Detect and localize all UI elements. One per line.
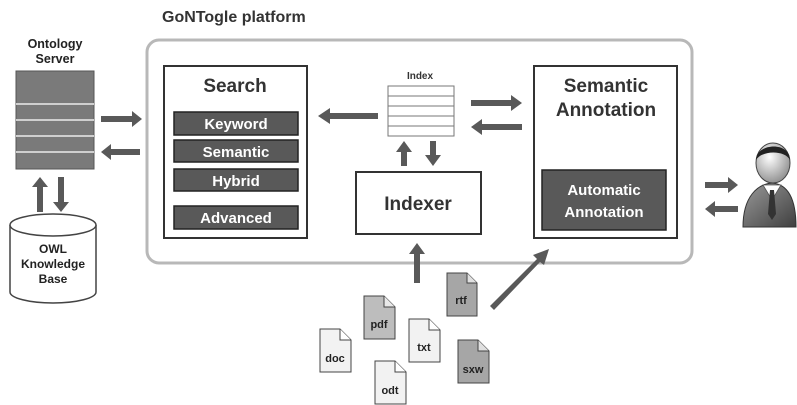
arrow-up-icon	[32, 177, 48, 212]
arrow-left-icon	[318, 108, 378, 124]
ontology-server: Ontology Server	[15, 37, 95, 170]
arrow-down-icon	[425, 141, 441, 166]
document-doc-label: doc	[325, 353, 345, 365]
document-sxw: sxw	[457, 339, 490, 384]
semantic-annotation-box: Semantic Annotation Automatic Annotation	[533, 65, 678, 239]
arrows	[32, 95, 738, 310]
semantic-annotation-title-2: Annotation	[556, 100, 656, 121]
document-txt: txt	[408, 318, 441, 363]
document-doc: doc	[319, 328, 352, 373]
arrow-up-icon	[396, 141, 412, 166]
document-odt: odt	[374, 360, 407, 405]
database-icon	[9, 213, 97, 237]
search-option-advanced-label: Advanced	[200, 210, 272, 227]
document-pdf: pdf	[363, 295, 396, 340]
arrow-right-icon	[101, 111, 142, 127]
kb-label-3: Base	[39, 272, 68, 286]
arrow-up-icon	[409, 243, 425, 283]
search-box: Search Keyword Semantic Hybrid Advanced	[163, 65, 308, 239]
ontology-server-label-1: Ontology	[28, 37, 83, 51]
arrow-right-icon	[705, 177, 738, 193]
search-option-keyword-label: Keyword	[204, 116, 267, 133]
document-txt-label: txt	[417, 342, 431, 354]
platform-title: GoNTogle platform	[162, 9, 306, 26]
ontology-server-label-2: Server	[36, 52, 75, 66]
index-label: Index	[407, 71, 434, 82]
search-option-semantic	[173, 139, 299, 163]
automatic-annotation-label-2: Annotation	[564, 204, 643, 221]
file-icon	[446, 272, 478, 317]
search-title: Search	[203, 76, 266, 97]
document-rtf-label: rtf	[455, 295, 467, 307]
user-icon	[742, 142, 797, 228]
search-option-hybrid	[173, 168, 299, 192]
document-rtf: rtf	[446, 272, 478, 317]
document-odt-label: odt	[381, 385, 398, 397]
arrow-right-icon	[471, 95, 522, 111]
kb-label-2: Knowledge	[21, 257, 85, 271]
arrow-left-icon	[471, 119, 522, 135]
search-option-semantic-label: Semantic	[203, 144, 270, 161]
indexer-label: Indexer	[384, 194, 452, 215]
index-table: Index	[387, 71, 455, 137]
semantic-annotation-title-1: Semantic	[564, 76, 649, 97]
search-option-keyword	[173, 111, 299, 136]
document-pdf-label: pdf	[370, 319, 387, 331]
arrow-left-icon	[101, 144, 140, 160]
automatic-annotation-label-1: Automatic	[567, 182, 640, 199]
arrow-diagonal-icon	[490, 249, 549, 310]
documents: rtf pdf txt doc sxw odt	[319, 272, 490, 405]
arrow-down-icon	[53, 177, 69, 212]
search-option-advanced	[173, 205, 299, 230]
indexer-box: Indexer	[355, 171, 482, 235]
automatic-annotation-block	[541, 169, 667, 231]
arrow-left-icon	[705, 201, 738, 217]
kb-label-1: OWL	[39, 242, 67, 256]
search-option-hybrid-label: Hybrid	[212, 173, 260, 190]
document-sxw-label: sxw	[463, 364, 484, 376]
knowledge-base: OWL Knowledge Base	[9, 213, 97, 304]
